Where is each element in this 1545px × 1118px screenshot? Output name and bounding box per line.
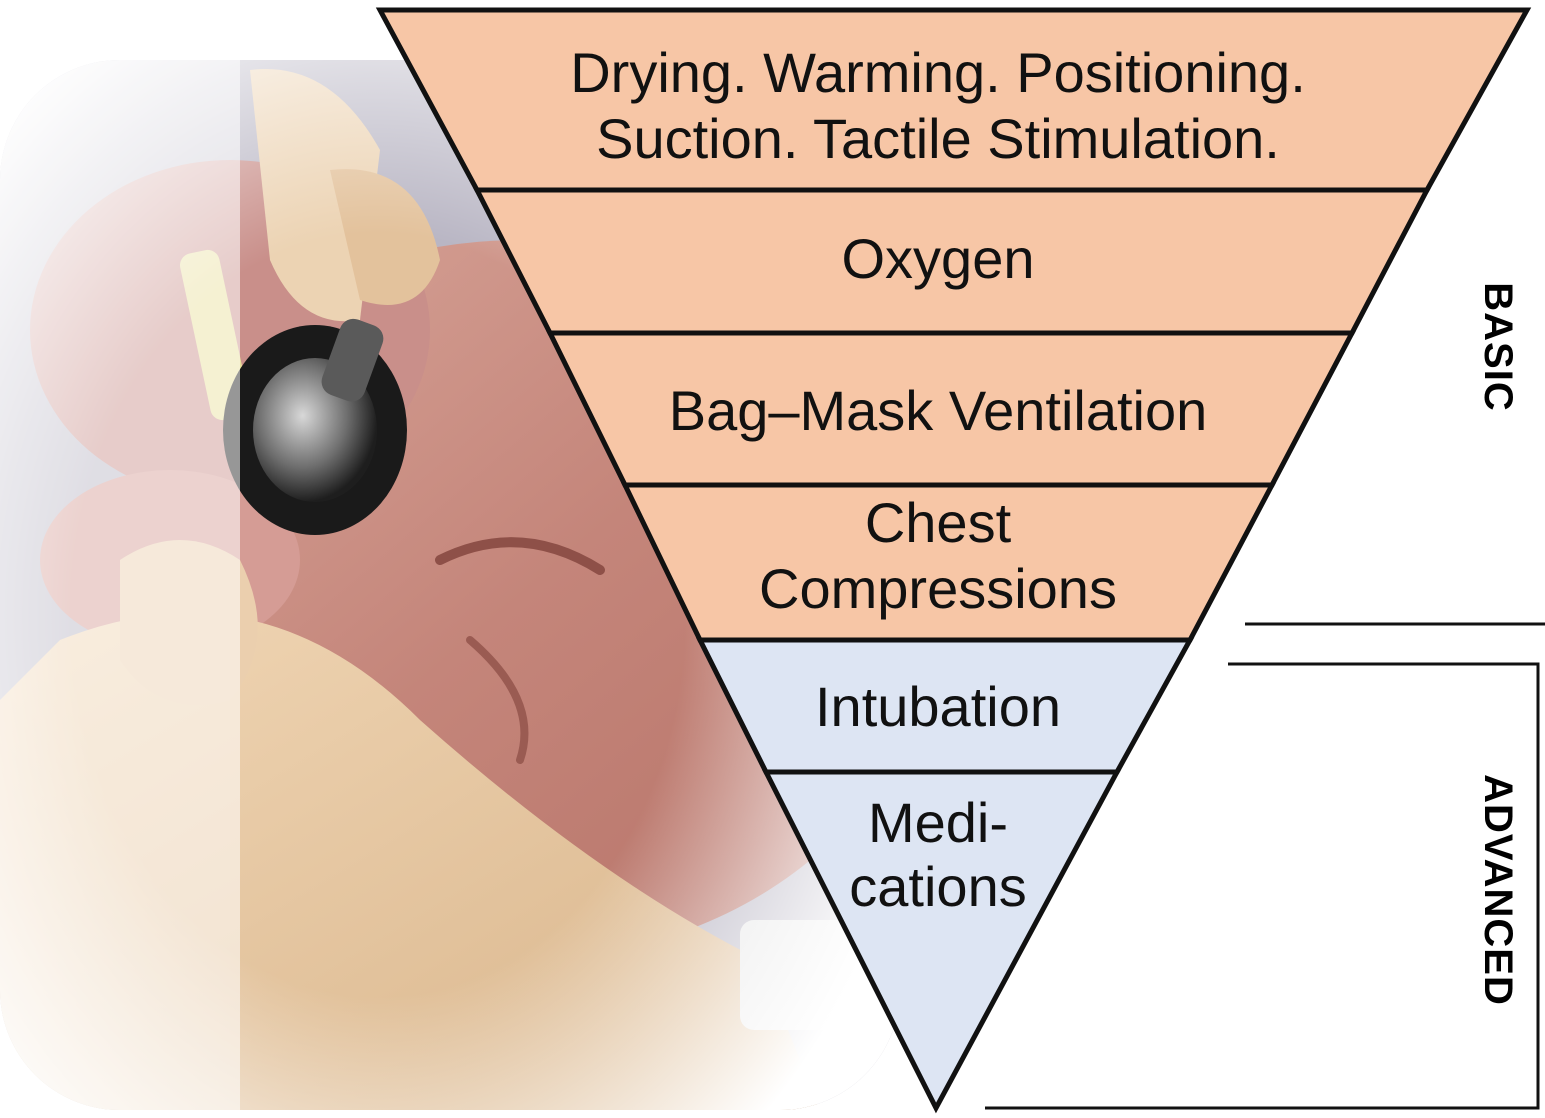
tier-1-line-2: Suction. Tactile Stimulation. xyxy=(596,107,1280,170)
tier-5-line-1: Intubation xyxy=(815,675,1061,738)
advanced-label: ADVANCED xyxy=(1476,774,1520,1006)
tier-6-line-2: cations xyxy=(849,855,1026,918)
tier-4-line-1: Chest xyxy=(865,491,1012,554)
photo-fade-left xyxy=(0,0,240,1118)
tier-2-line-1: Oxygen xyxy=(842,227,1035,290)
tier-6-line-1: Medi- xyxy=(868,791,1008,854)
tier-3-line-1: Bag–Mask Ventilation xyxy=(669,379,1208,442)
tier-1-line-1: Drying. Warming. Positioning. xyxy=(570,41,1306,104)
tier-4-line-2: Compressions xyxy=(759,557,1117,620)
basic-label: BASIC xyxy=(1476,282,1520,411)
